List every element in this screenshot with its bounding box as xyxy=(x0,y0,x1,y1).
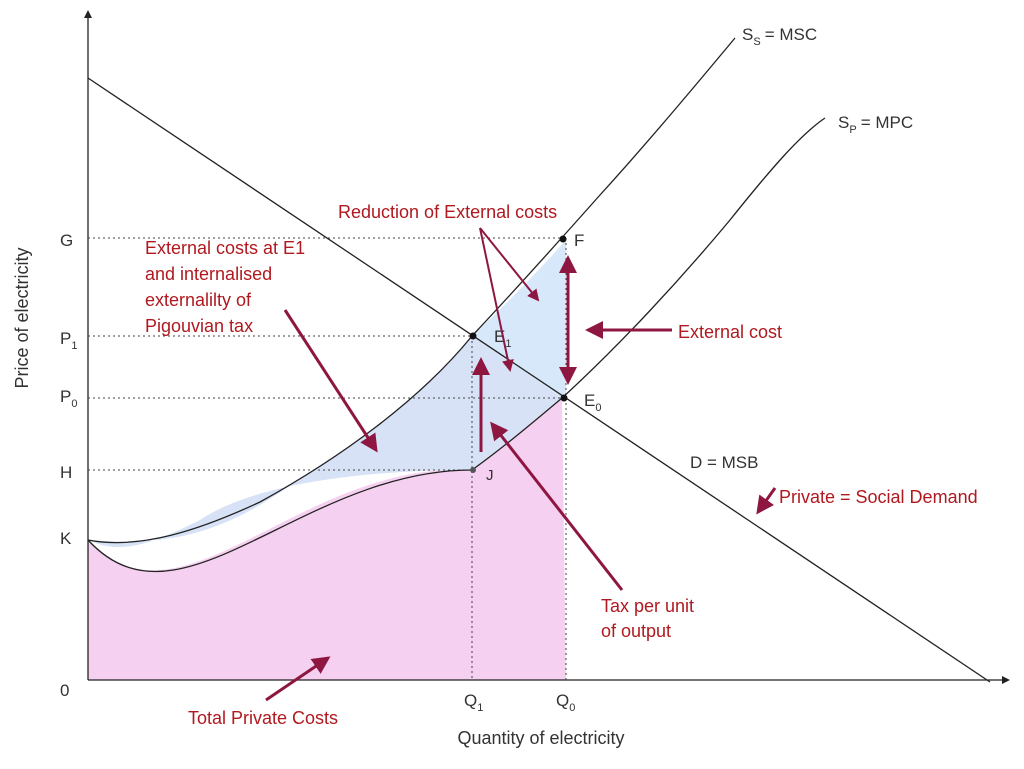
msc-label: SS= MSC xyxy=(742,25,817,48)
reduction-arrow-2 xyxy=(479,227,514,372)
tax-line2: of output xyxy=(601,621,671,641)
point-e1 xyxy=(469,332,477,340)
tick-h: H xyxy=(60,463,72,482)
demand-label: D = MSB xyxy=(690,453,759,472)
reduction-arrow-1 xyxy=(479,227,540,302)
private-social-demand-label: Private = Social Demand xyxy=(779,487,978,507)
external-costs-line3: externalilty of xyxy=(145,290,252,310)
label-f: F xyxy=(574,231,584,250)
tax-line1: Tax per unit xyxy=(601,596,694,616)
label-e0: E0 xyxy=(584,391,601,414)
tick-k: K xyxy=(60,529,72,548)
y-axis-label: Price of electricity xyxy=(12,247,32,388)
reduction-label: Reduction of External costs xyxy=(338,202,557,222)
demand-pointer xyxy=(756,487,777,515)
external-costs-line2: and internalised xyxy=(145,264,272,284)
tax-pointer xyxy=(490,421,624,591)
external-costs-line4: Pigouvian tax xyxy=(145,316,253,336)
external-cost-label: External cost xyxy=(678,322,782,342)
external-costs-line1: External costs at E1 xyxy=(145,238,305,258)
label-j: J xyxy=(486,467,494,484)
x-axis-label: Quantity of electricity xyxy=(457,728,624,748)
tick-g: G xyxy=(60,231,73,250)
demand-curve xyxy=(87,77,991,683)
tick-p0: P0 xyxy=(60,387,77,410)
external-costs-area xyxy=(88,336,562,548)
external-costs-pointer xyxy=(283,309,378,453)
total-private-costs-area xyxy=(88,398,566,680)
point-f xyxy=(559,235,567,243)
point-e0 xyxy=(560,394,568,402)
private-costs-pointer xyxy=(265,656,331,702)
point-j xyxy=(470,467,476,473)
tick-p1: P1 xyxy=(60,329,77,352)
mpc-label: SP= MPC xyxy=(838,113,913,136)
mpc-curve xyxy=(87,117,826,573)
tick-q1: Q1 xyxy=(464,691,483,714)
origin-label: 0 xyxy=(60,681,69,700)
tick-q0: Q0 xyxy=(556,691,575,714)
label-e1: E1 xyxy=(494,327,511,350)
total-private-costs-label: Total Private Costs xyxy=(188,708,338,728)
reduction-external-costs-area xyxy=(472,240,566,398)
